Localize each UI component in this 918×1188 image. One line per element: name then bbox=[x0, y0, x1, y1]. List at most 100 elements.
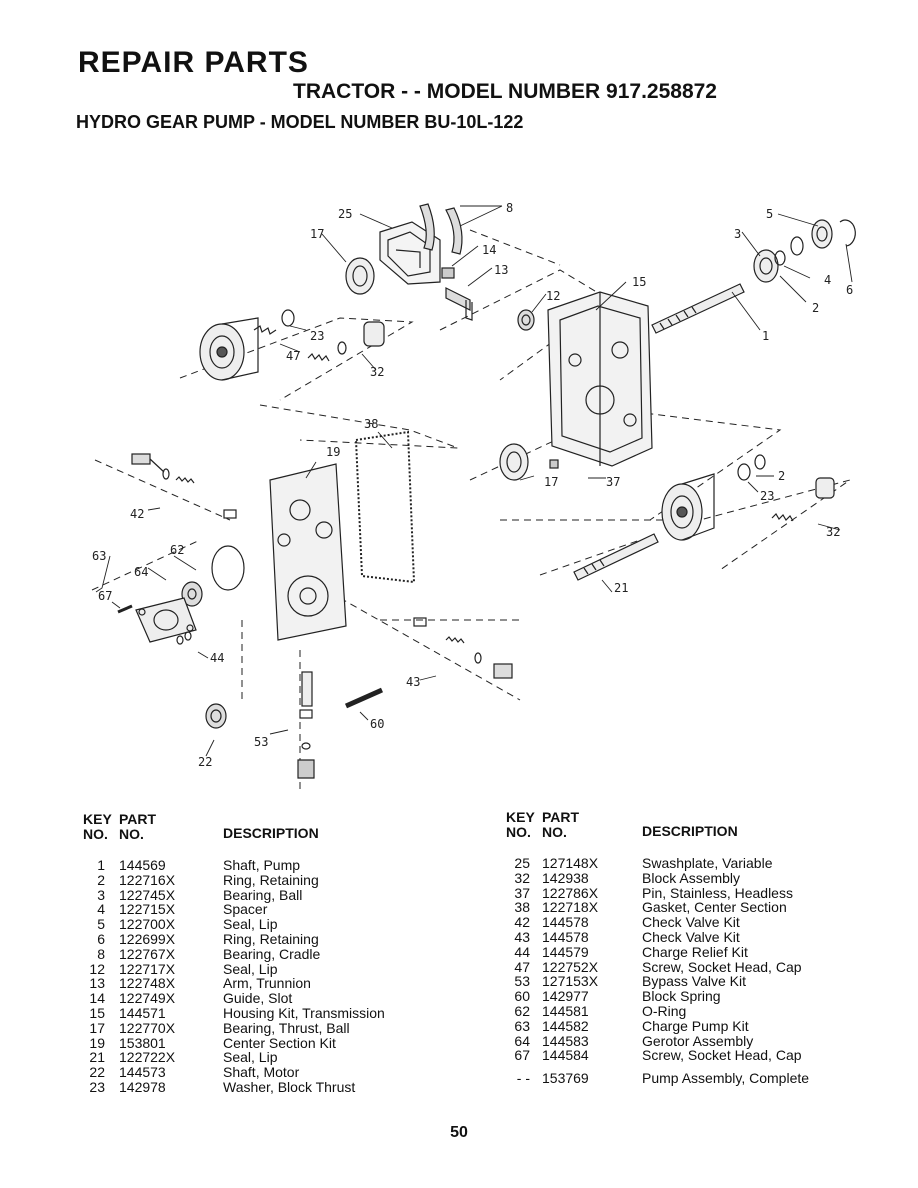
ball-bearing-part-3 bbox=[753, 249, 779, 283]
pin-part-37 bbox=[549, 459, 559, 469]
callout-25: 25 bbox=[338, 207, 352, 221]
part-number: 144582 bbox=[542, 1017, 589, 1034]
key-number: 60 bbox=[514, 988, 530, 1005]
thrust-washer-part-23-right bbox=[737, 463, 751, 481]
retaining-ring-part-6 bbox=[839, 219, 856, 247]
part-number: 122748X bbox=[119, 975, 176, 992]
slot-guide-part-14 bbox=[441, 267, 455, 279]
callout-32-left: 32 bbox=[370, 365, 384, 379]
key-number: 13 bbox=[89, 975, 105, 992]
key-number: 44 bbox=[514, 943, 530, 960]
trunnion-arm-part-13 bbox=[445, 287, 473, 321]
part-description: Check Valve Kit bbox=[642, 928, 740, 945]
part-number: 127153X bbox=[542, 973, 599, 990]
key-number: 64 bbox=[514, 1032, 530, 1049]
key-number: 2 bbox=[97, 871, 105, 888]
key-number: 53 bbox=[514, 973, 530, 990]
center-section-part-19 bbox=[269, 463, 347, 641]
key-number: 47 bbox=[514, 958, 530, 975]
callout-8: 8 bbox=[506, 201, 513, 215]
key-number: 4 bbox=[97, 901, 105, 918]
part-description: Seal, Lip bbox=[223, 960, 278, 977]
part-number: 122700X bbox=[119, 916, 176, 933]
part-description: Shaft, Pump bbox=[223, 857, 301, 873]
check-valve-part-42 bbox=[131, 453, 237, 519]
charge-pump-cover-part-63 bbox=[135, 597, 197, 643]
transmission-housing-part-15 bbox=[547, 291, 653, 467]
callout-17-upper: 17 bbox=[310, 227, 324, 241]
callout-13: 13 bbox=[494, 263, 508, 277]
callout-17-lower: 17 bbox=[544, 475, 558, 489]
key-number: 21 bbox=[89, 1049, 105, 1066]
part-number: 122770X bbox=[119, 1019, 176, 1036]
section-title: REPAIR PARTS bbox=[78, 46, 309, 79]
part-description: Spacer bbox=[223, 901, 268, 918]
part-number: 122716X bbox=[119, 871, 176, 888]
part-number: 153801 bbox=[119, 1034, 166, 1051]
part-number: 127148X bbox=[542, 855, 599, 871]
part-number: 144581 bbox=[542, 1002, 589, 1019]
part-number: 153769 bbox=[542, 1070, 589, 1087]
part-number: 144573 bbox=[119, 1064, 166, 1081]
part-description: Seal, Lip bbox=[223, 1049, 278, 1066]
retaining-ring-part-2-upper bbox=[774, 250, 786, 266]
callout-37: 37 bbox=[606, 475, 620, 489]
part-description: Bypass Valve Kit bbox=[642, 973, 747, 990]
part-number: 122715X bbox=[119, 901, 176, 918]
assembly-guide-lines bbox=[91, 229, 851, 790]
callout-21: 22 bbox=[198, 755, 212, 769]
key-number: 1 bbox=[97, 857, 105, 873]
callout-2-lower: 2 bbox=[778, 469, 785, 483]
callout-22: 21 bbox=[614, 581, 628, 595]
part-number: 144584 bbox=[542, 1047, 589, 1064]
pump-model-heading: HYDRO GEAR PUMP - MODEL NUMBER BU-10L-12… bbox=[76, 112, 524, 132]
callout-3: 3 bbox=[734, 227, 741, 241]
part-description: O-Ring bbox=[642, 1002, 687, 1019]
col-header-key: KEY NO. bbox=[83, 811, 112, 842]
swashplate-part-25 bbox=[379, 221, 441, 285]
part-description: Screw, Socket Head, Cap bbox=[642, 1047, 802, 1064]
callout-14: 14 bbox=[482, 243, 496, 257]
part-description: Center Section Kit bbox=[223, 1034, 336, 1051]
key-number: 43 bbox=[514, 928, 530, 945]
part-number: 122786X bbox=[542, 884, 599, 901]
callout-67: 67 bbox=[98, 589, 112, 603]
thrust-bearing-part-17-lower bbox=[499, 443, 529, 481]
piston-left bbox=[363, 321, 385, 347]
key-number: 38 bbox=[514, 899, 530, 916]
key-number: 3 bbox=[97, 886, 105, 903]
lip-seal-part-12 bbox=[517, 309, 535, 331]
part-number: 122767X bbox=[119, 945, 176, 962]
pump-shaft-part-1 bbox=[651, 283, 745, 334]
callout-leader-lines bbox=[95, 205, 853, 757]
spacer-part-4 bbox=[790, 236, 804, 256]
col-header-description: DESCRIPTION bbox=[223, 825, 319, 841]
callout-23-left: 23 bbox=[310, 329, 324, 343]
part-description: Bearing, Cradle bbox=[223, 945, 321, 962]
key-number: 15 bbox=[89, 1004, 105, 1021]
part-description: Ring, Retaining bbox=[223, 930, 319, 947]
part-description: Guide, Slot bbox=[223, 990, 293, 1007]
part-description: Screw, Socket Head, Cap bbox=[642, 958, 802, 975]
key-number: 6 bbox=[97, 930, 105, 947]
part-number: 142938 bbox=[542, 869, 589, 886]
callout-42: 42 bbox=[130, 507, 144, 521]
piston-right bbox=[815, 477, 835, 499]
part-number: 122745X bbox=[119, 886, 176, 903]
col-header-part: PART NO. bbox=[119, 811, 157, 842]
key-number: 62 bbox=[514, 1002, 530, 1019]
block-assembly-left bbox=[199, 317, 259, 381]
part-number: 142977 bbox=[542, 988, 589, 1005]
col-header-description: DESCRIPTION bbox=[642, 823, 738, 839]
retaining-ring-part-2-lower bbox=[754, 454, 766, 470]
block-spring-right bbox=[771, 513, 794, 522]
part-description: Charge Relief Kit bbox=[642, 943, 748, 960]
motor-shaft-part-22 bbox=[573, 533, 659, 581]
bypass-valve-part-53 bbox=[297, 671, 315, 779]
key-number: - - bbox=[516, 1070, 530, 1087]
callout-44: 44 bbox=[210, 651, 224, 665]
callout-38: 38 bbox=[364, 417, 378, 431]
part-description: Housing Kit, Transmission bbox=[223, 1004, 385, 1021]
callout-32-right: 32 bbox=[826, 525, 840, 539]
